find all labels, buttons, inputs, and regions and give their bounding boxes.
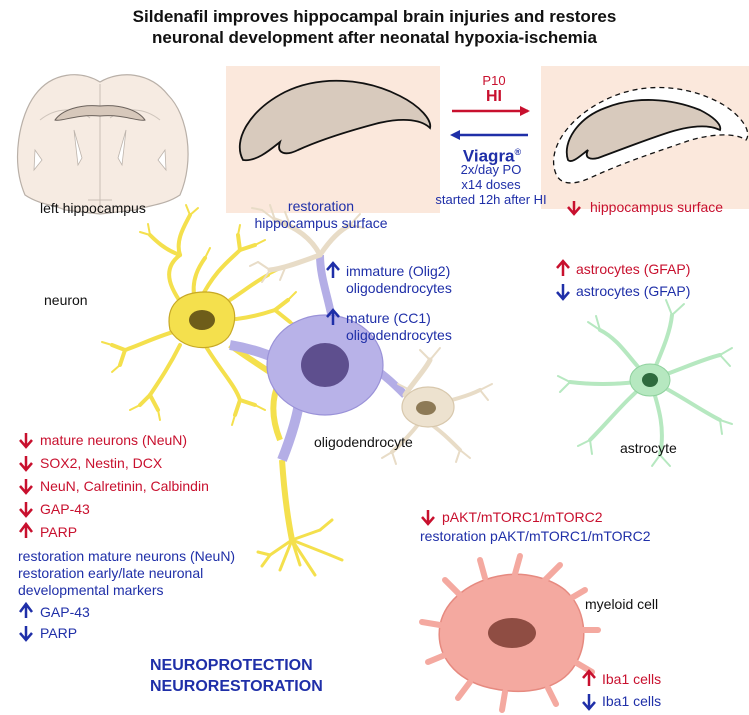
iba1-down: Iba1 cells [602,693,662,709]
neuron-restoration-line3: developmental markers [18,582,164,598]
viagra-label: Viagra® [454,142,530,167]
astrocyte-label: astrocyte [620,440,677,456]
myeloid-cell-label: myeloid cell [585,596,659,612]
hi-label: HI [486,88,502,105]
neuron-restoration-line1: restoration mature neurons (NeuN) [18,548,236,564]
injured-hippocampus-panel [541,66,749,209]
viagra-reg-mark: ® [514,147,522,157]
oligodendrocyte-cell [229,254,408,462]
neuron-effect-red-2: SOX2, Nestin, DCX [40,455,163,471]
mature-oligo-line2: oligodendrocytes [346,327,452,343]
restored-hippocampus-panel [226,66,440,213]
restoration-label-line2: hippocampus surface [254,215,388,231]
left-hippocampus-label: left hippocampus [40,200,146,216]
neuron-nucleus [189,310,215,330]
immature-oligo-line1: immature (Olig2) [346,263,451,279]
oligodendrocyte-precursor-cell [249,204,493,465]
brain-section [16,74,189,215]
viagra-name: Viagra [462,146,515,166]
astrocytes-down: astrocytes (GFAP) [576,283,691,299]
restoration-label-line1: restoration [287,198,355,214]
neurorestoration-label: NEURORESTORATION [150,678,323,695]
p10-label: P10 [482,73,506,88]
dose-line2: x14 doses [461,177,521,192]
hippocampus-surface-label: hippocampus surface [590,199,724,215]
myeloid-cell [419,553,601,713]
neuron-effect-red-3: NeuN, Calretinin, Calbindin [40,478,209,494]
gap43-up: GAP-43 [40,604,90,620]
oligodendrocyte-label: oligodendrocyte [314,434,413,450]
neuron-effect-red-4: GAP-43 [40,501,90,517]
astrocytes-up: astrocytes (GFAP) [576,261,691,277]
parp-down: PARP [40,625,78,641]
figure-title-line2: neuronal development after neonatal hypo… [152,28,597,47]
neuroprotection-label: NEUROPROTECTION [150,657,313,674]
dose-line3: started 12h after HI [435,192,547,207]
immature-oligo-line2: oligodendrocytes [346,280,452,296]
neuron-effect-red-1: mature neurons (NeuN) [40,432,188,448]
pathway-restoration: restoration pAKT/mTORC1/mTORC2 [420,528,651,544]
neuron-effect-red-5: PARP [40,524,78,540]
iba1-up: Iba1 cells [602,671,662,687]
pathway-down: pAKT/mTORC1/mTORC2 [442,509,603,525]
mature-oligo-line1: mature (CC1) [346,310,431,326]
figure-title-line1: Sildenafil improves hippocampal brain in… [132,7,617,26]
dose-line1: 2x/day PO [460,162,522,177]
effect-arrows [19,201,596,711]
astrocyte-cell [557,299,733,467]
neuron-restoration-line2: restoration early/late neuronal [18,565,204,581]
neuron-label: neuron [44,292,88,308]
